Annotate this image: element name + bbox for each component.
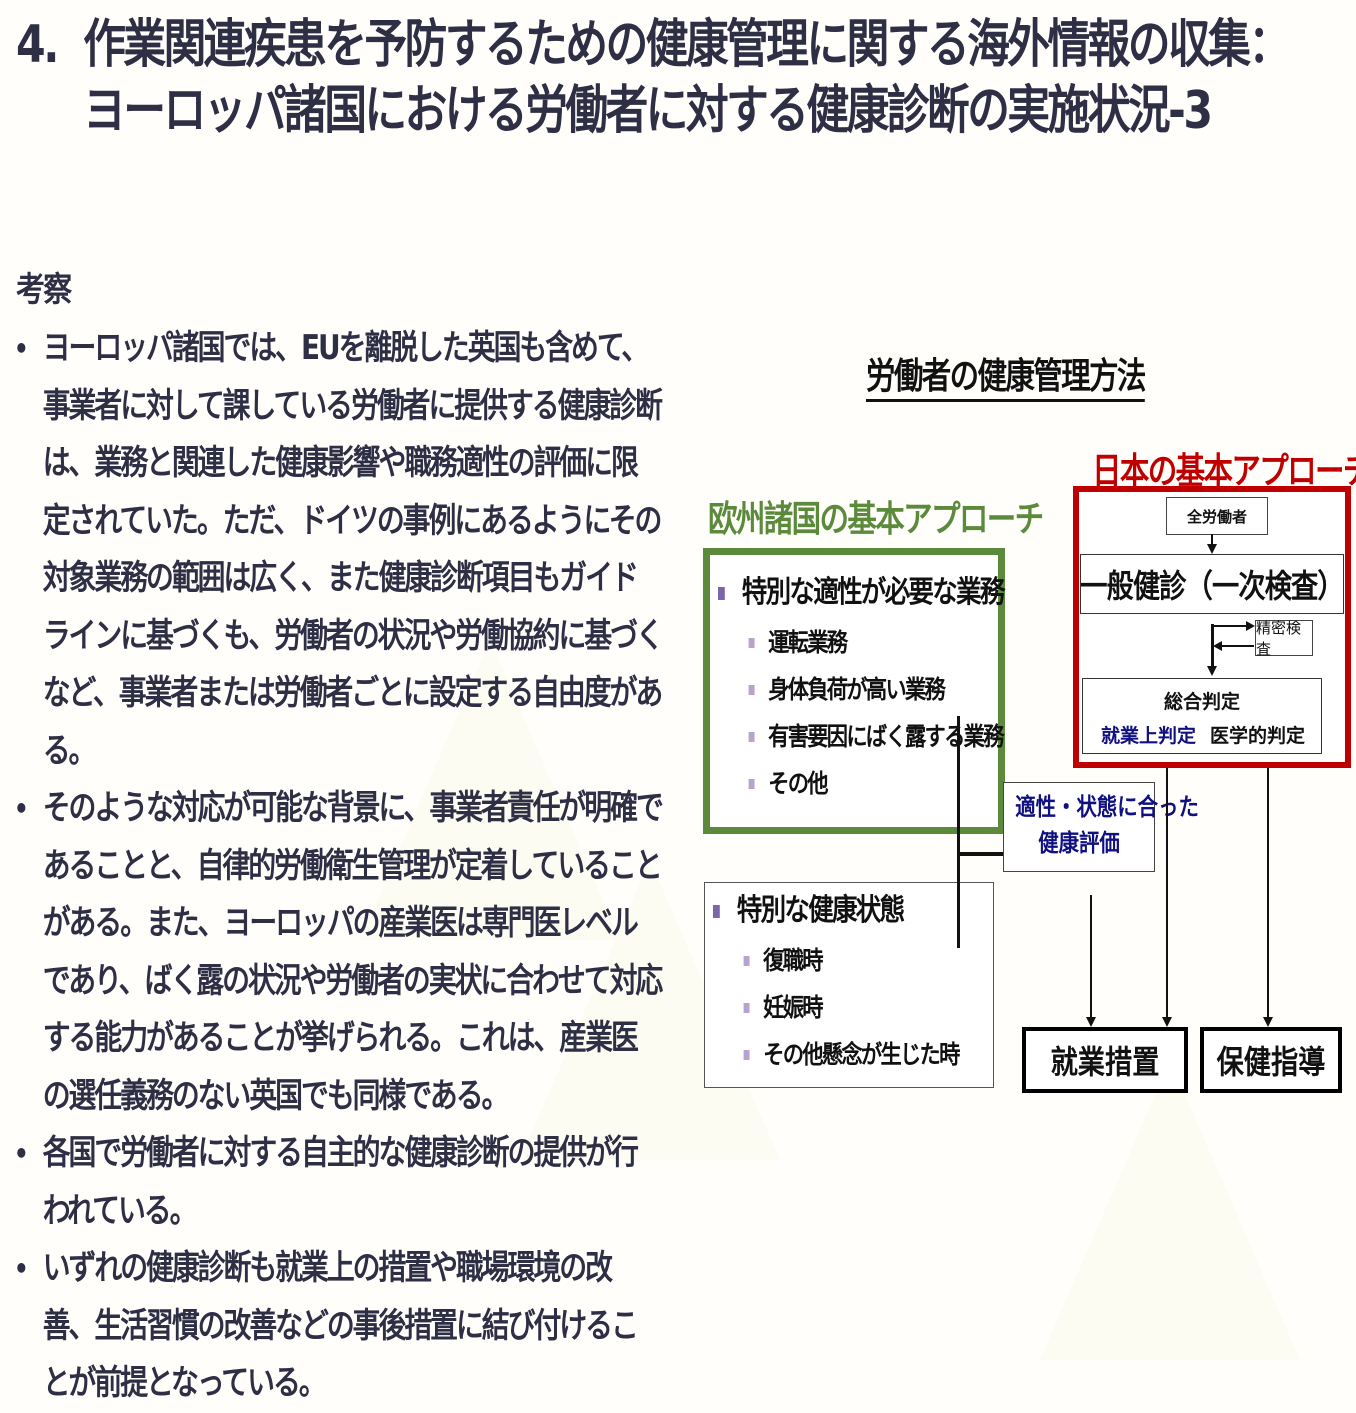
- health-evaluation-box: 適性・状態に合った 健康評価: [1003, 782, 1199, 872]
- special-health-box: 特別な健康状態 復職時 妊娠時 その他懸念が生じた時: [704, 882, 994, 1088]
- work-judgment-label: 就業上判定: [1101, 725, 1197, 747]
- connector-line: [1267, 768, 1269, 1020]
- discussion-bullet-list: •ヨーロッパ諸国では、EUを離脱した英国も含めて、事業者に対して課している労働者…: [14, 320, 664, 1413]
- work-measures-box: 就業措置: [1022, 1027, 1188, 1093]
- medical-judgment-label: 医学的判定: [1209, 725, 1305, 747]
- bullet-icon: •: [14, 1137, 29, 1170]
- detailed-exam-box: 精密検査: [1255, 619, 1313, 658]
- arrow-down-icon: [1162, 1017, 1172, 1027]
- arrow-down-icon: [1086, 1017, 1096, 1027]
- bullet-square-icon: [713, 904, 720, 918]
- list-heading: 特別な健康状態: [713, 885, 959, 937]
- discussion-heading: 考察: [16, 270, 72, 310]
- slide-title: 4. 作業関連疾患を予防するための健康管理に関する海外情報の収集： ヨーロッパ諸国…: [16, 12, 1291, 144]
- list-heading: 特別な適性が必要な業務: [718, 567, 1005, 619]
- list-item: 運転業務: [718, 619, 1004, 666]
- title-number: 4.: [16, 15, 59, 75]
- list-item: 身体負荷が高い業務: [718, 666, 1004, 713]
- special-work-box: 特別な適性が必要な業務 運転業務 身体負荷が高い業務 有害要因にばく露する業務 …: [703, 548, 1005, 834]
- bullet-square-icon: [743, 1002, 750, 1013]
- discussion-bullet: •ヨーロッパ諸国では、EUを離脱した英国も含めて、事業者に対して課している労働者…: [14, 320, 664, 780]
- comprehensive-judgment-box: 総合判定 就業上判定 医学的判定: [1082, 678, 1322, 754]
- list-item: その他懸念が生じた時: [713, 1031, 960, 1078]
- bullet-icon: •: [14, 332, 29, 365]
- europe-approach-label: 欧州諸国の基本アプローチ: [708, 499, 1044, 540]
- connector-line: [1211, 534, 1213, 546]
- arrow-down-icon: [1263, 1017, 1273, 1027]
- title-line-2: ヨーロッパ諸国における労働者に対する健康診断の実施状況-3: [83, 81, 1213, 141]
- all-workers-box: 全労働者: [1166, 497, 1268, 535]
- bullet-icon: •: [14, 1252, 29, 1285]
- bullet-square-icon: [743, 955, 750, 966]
- connector-line: [1211, 624, 1214, 670]
- health-guidance-box: 保健指導: [1200, 1027, 1342, 1093]
- bullet-square-icon: [748, 684, 755, 695]
- background-decoration: [1040, 1060, 1300, 1360]
- arrow-down-icon: [1207, 666, 1217, 676]
- connector-line: [957, 716, 960, 948]
- list-item: 復職時: [713, 937, 959, 984]
- japan-approach-label: 日本の基本アプローチ: [1092, 451, 1356, 492]
- diagram-title: 労働者の健康管理方法: [866, 355, 1146, 402]
- discussion-bullet: •いずれの健康診断も就業上の措置や職場環境の改善、生活習慣の改善などの事後措置に…: [14, 1240, 662, 1413]
- connector-line: [1222, 645, 1254, 647]
- discussion-bullet: •そのような対応が可能な背景に、事業者責任が明確であることと、自律的労働衛生管理…: [14, 780, 664, 1125]
- connector-line: [959, 852, 1003, 856]
- title-line-1: 作業関連疾患を予防するための健康管理に関する海外情報の収集：: [83, 15, 1291, 75]
- bullet-square-icon: [748, 731, 755, 742]
- bullet-square-icon: [748, 778, 755, 789]
- arrow-right-icon: [1246, 621, 1255, 631]
- general-checkup-box: 一般健診（一次検査）: [1080, 554, 1345, 614]
- comprehensive-judgment-label: 総合判定: [1163, 691, 1240, 713]
- connector-line: [1166, 768, 1168, 1020]
- connector-line: [1212, 625, 1248, 627]
- list-item: 有害要因にばく露する業務: [718, 713, 1004, 760]
- arrow-down-icon: [1207, 544, 1217, 554]
- bullet-square-icon: [748, 637, 755, 648]
- list-item: 妊娠時: [713, 984, 959, 1031]
- connector-line: [1090, 895, 1092, 1021]
- bullet-square-icon: [718, 586, 725, 600]
- list-item: その他: [718, 760, 1004, 807]
- bullet-square-icon: [743, 1049, 750, 1060]
- arrow-left-icon: [1213, 641, 1222, 651]
- discussion-bullet: •各国で労働者に対する自主的な健康診断の提供が行われている。: [14, 1125, 662, 1240]
- bullet-icon: •: [14, 792, 29, 825]
